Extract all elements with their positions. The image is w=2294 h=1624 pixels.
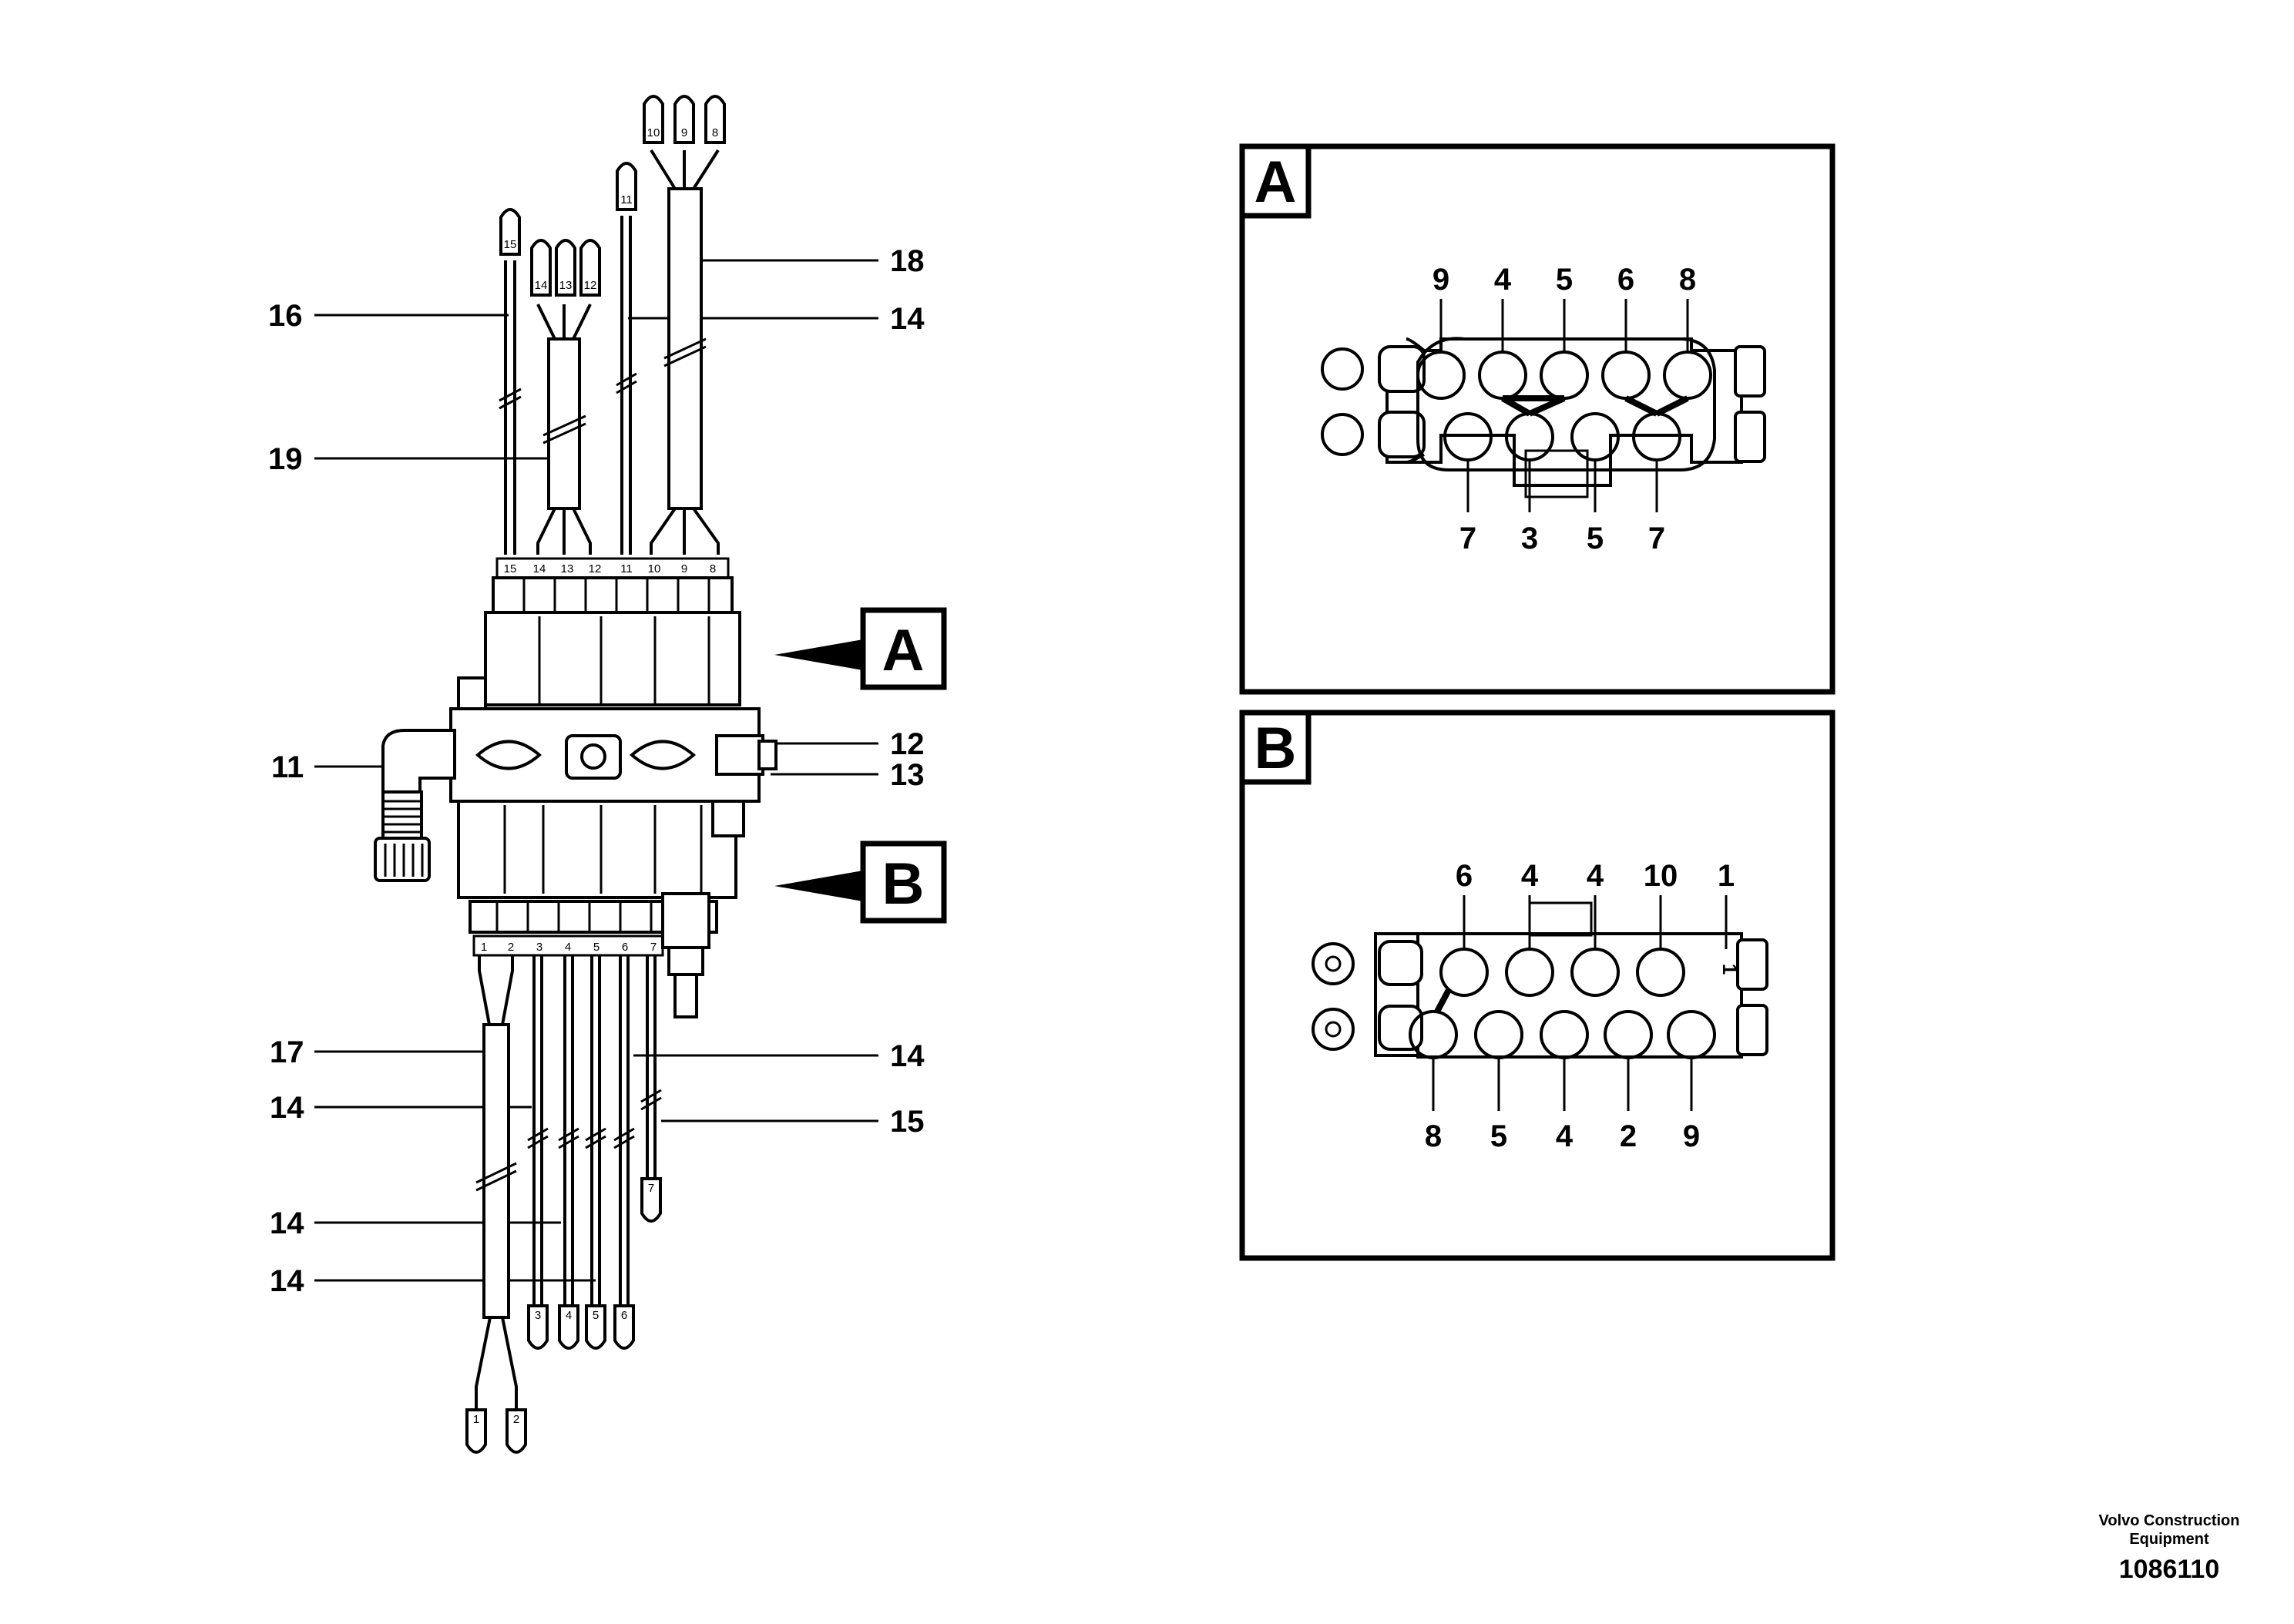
wire-tag: 13 [559, 279, 573, 292]
leader-lines [314, 259, 878, 1282]
callout-labels-right: 18 14 12 13 14 15 [890, 244, 925, 1139]
callout-17: 17 [270, 1035, 304, 1069]
callout-13: 13 [890, 758, 925, 792]
wire-tag: 10 [647, 126, 660, 139]
wire-tag: 15 [504, 238, 517, 251]
wire-tag: 14 [533, 562, 546, 575]
view-marker-b-letter: B [882, 851, 925, 917]
side-mark: 1 [1718, 964, 1741, 975]
callout-16: 16 [268, 299, 303, 333]
wire-tag: 7 [648, 1182, 654, 1195]
wire-tag: 3 [536, 941, 542, 954]
pin-label: 3 [1521, 522, 1538, 555]
lower-wires [475, 955, 662, 1410]
pin-label: 9 [1432, 263, 1449, 297]
view-marker-a-letter: A [882, 618, 925, 683]
wire-tag: 9 [681, 126, 687, 139]
callout-14: 14 [270, 1206, 304, 1240]
pin-label: 4 [1494, 263, 1512, 297]
wire-tag: 3 [535, 1309, 541, 1322]
upper-wires [499, 149, 720, 555]
pin-label: 8 [1425, 1119, 1442, 1153]
wire-tag: 14 [535, 279, 548, 292]
wire-tag: 10 [648, 562, 661, 575]
wire-tag: 5 [593, 1309, 599, 1322]
callout-19: 19 [268, 442, 303, 476]
wire-tag: 7 [650, 941, 657, 954]
wire-tag: 4 [565, 941, 571, 954]
wire-tag: 11 [620, 193, 633, 206]
wire-tag: 15 [504, 562, 517, 575]
wire-tag: 1 [473, 1413, 479, 1426]
pin-label: 8 [1679, 263, 1696, 297]
brand-name: Volvo Construction Equipment [2098, 1512, 2240, 1548]
wire-tag: 13 [561, 562, 574, 575]
pin-label: 5 [1587, 522, 1604, 555]
callout-labels-left: 16 19 11 17 14 14 14 [268, 299, 304, 1298]
wire-tag: 11 [620, 562, 633, 575]
wire-tag: 8 [710, 562, 716, 575]
wire-tag: 8 [712, 126, 718, 139]
pin-label: 5 [1490, 1119, 1507, 1153]
callout-12: 12 [890, 727, 925, 761]
wire-tag: 6 [622, 941, 628, 954]
pin-label: 6 [1617, 263, 1634, 297]
callout-18: 18 [890, 244, 925, 278]
callout-14: 14 [890, 1039, 925, 1073]
view-marker-b: B [774, 841, 947, 924]
pin-label: 6 [1456, 859, 1473, 893]
pin-label: 1 [1718, 859, 1735, 893]
wire-tag: 2 [513, 1413, 519, 1426]
lower-terminals: 3 4 5 6 7 1 2 [465, 1177, 662, 1454]
wire-tag: 4 [566, 1309, 572, 1322]
wire-tag: 5 [593, 941, 600, 954]
upper-terminals: 15 14 13 12 11 10 9 8 [499, 95, 726, 297]
wire-tag: 12 [589, 562, 602, 575]
wire-tag: 12 [584, 279, 597, 292]
callout-14: 14 [270, 1264, 304, 1298]
wire-tag: 9 [681, 562, 687, 575]
callout-11: 11 [271, 750, 304, 784]
detail-view-b: B 1 6 4 4 10 1 8 5 4 2 [1239, 710, 1836, 1261]
elbow-fitting [374, 729, 456, 882]
wire-tag: 2 [508, 941, 514, 954]
pin-label: 10 [1644, 859, 1678, 893]
callout-14: 14 [270, 1091, 304, 1125]
pin-label: 7 [1648, 522, 1665, 555]
pin-label: 5 [1556, 263, 1573, 297]
pin-label: 2 [1620, 1119, 1637, 1153]
wire-tag: 6 [621, 1309, 627, 1322]
pin-label: 4 [1521, 859, 1539, 893]
detail-view-a-letter: A [1254, 149, 1297, 215]
wire-tag: 1 [481, 941, 487, 954]
part-number: 1086110 [2118, 1555, 2220, 1584]
view-marker-a: A [774, 607, 947, 690]
callout-14: 14 [890, 302, 925, 336]
detail-view-b-letter: B [1254, 716, 1297, 781]
detail-view-a: A 9 4 5 6 8 7 3 5 7 [1239, 143, 1836, 695]
pin-label: 9 [1683, 1119, 1700, 1153]
pin-label: 4 [1556, 1119, 1574, 1153]
valve-block: 15 14 13 12 11 10 9 8 1 [449, 557, 778, 1018]
pin-label: 4 [1587, 859, 1604, 893]
callout-15: 15 [890, 1105, 925, 1139]
pin-label: 7 [1459, 522, 1476, 555]
